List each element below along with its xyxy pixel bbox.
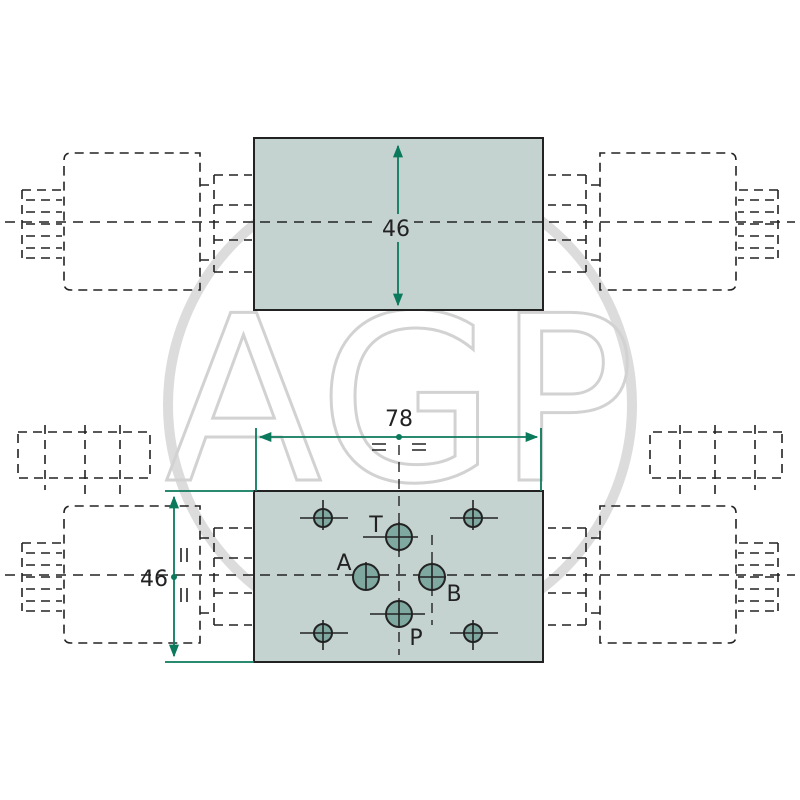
port-a-label: A [336, 551, 351, 576]
port-a [352, 562, 380, 591]
port-b-label: B [446, 582, 461, 607]
port-p [370, 600, 425, 628]
port-t-label: T [368, 513, 383, 538]
port-p-label: P [409, 626, 422, 651]
height-label-top: 46 [382, 217, 410, 242]
top-view: 46 [5, 137, 795, 311]
width-label: 78 [385, 407, 413, 432]
port-t [363, 522, 418, 552]
right-connector [649, 425, 783, 495]
port-b [418, 562, 446, 591]
height-label-bottom: 46 [140, 567, 168, 592]
bottom-view: 78 46 T A B P [5, 407, 795, 663]
left-connector [17, 425, 151, 495]
mounting-holes [300, 500, 498, 650]
